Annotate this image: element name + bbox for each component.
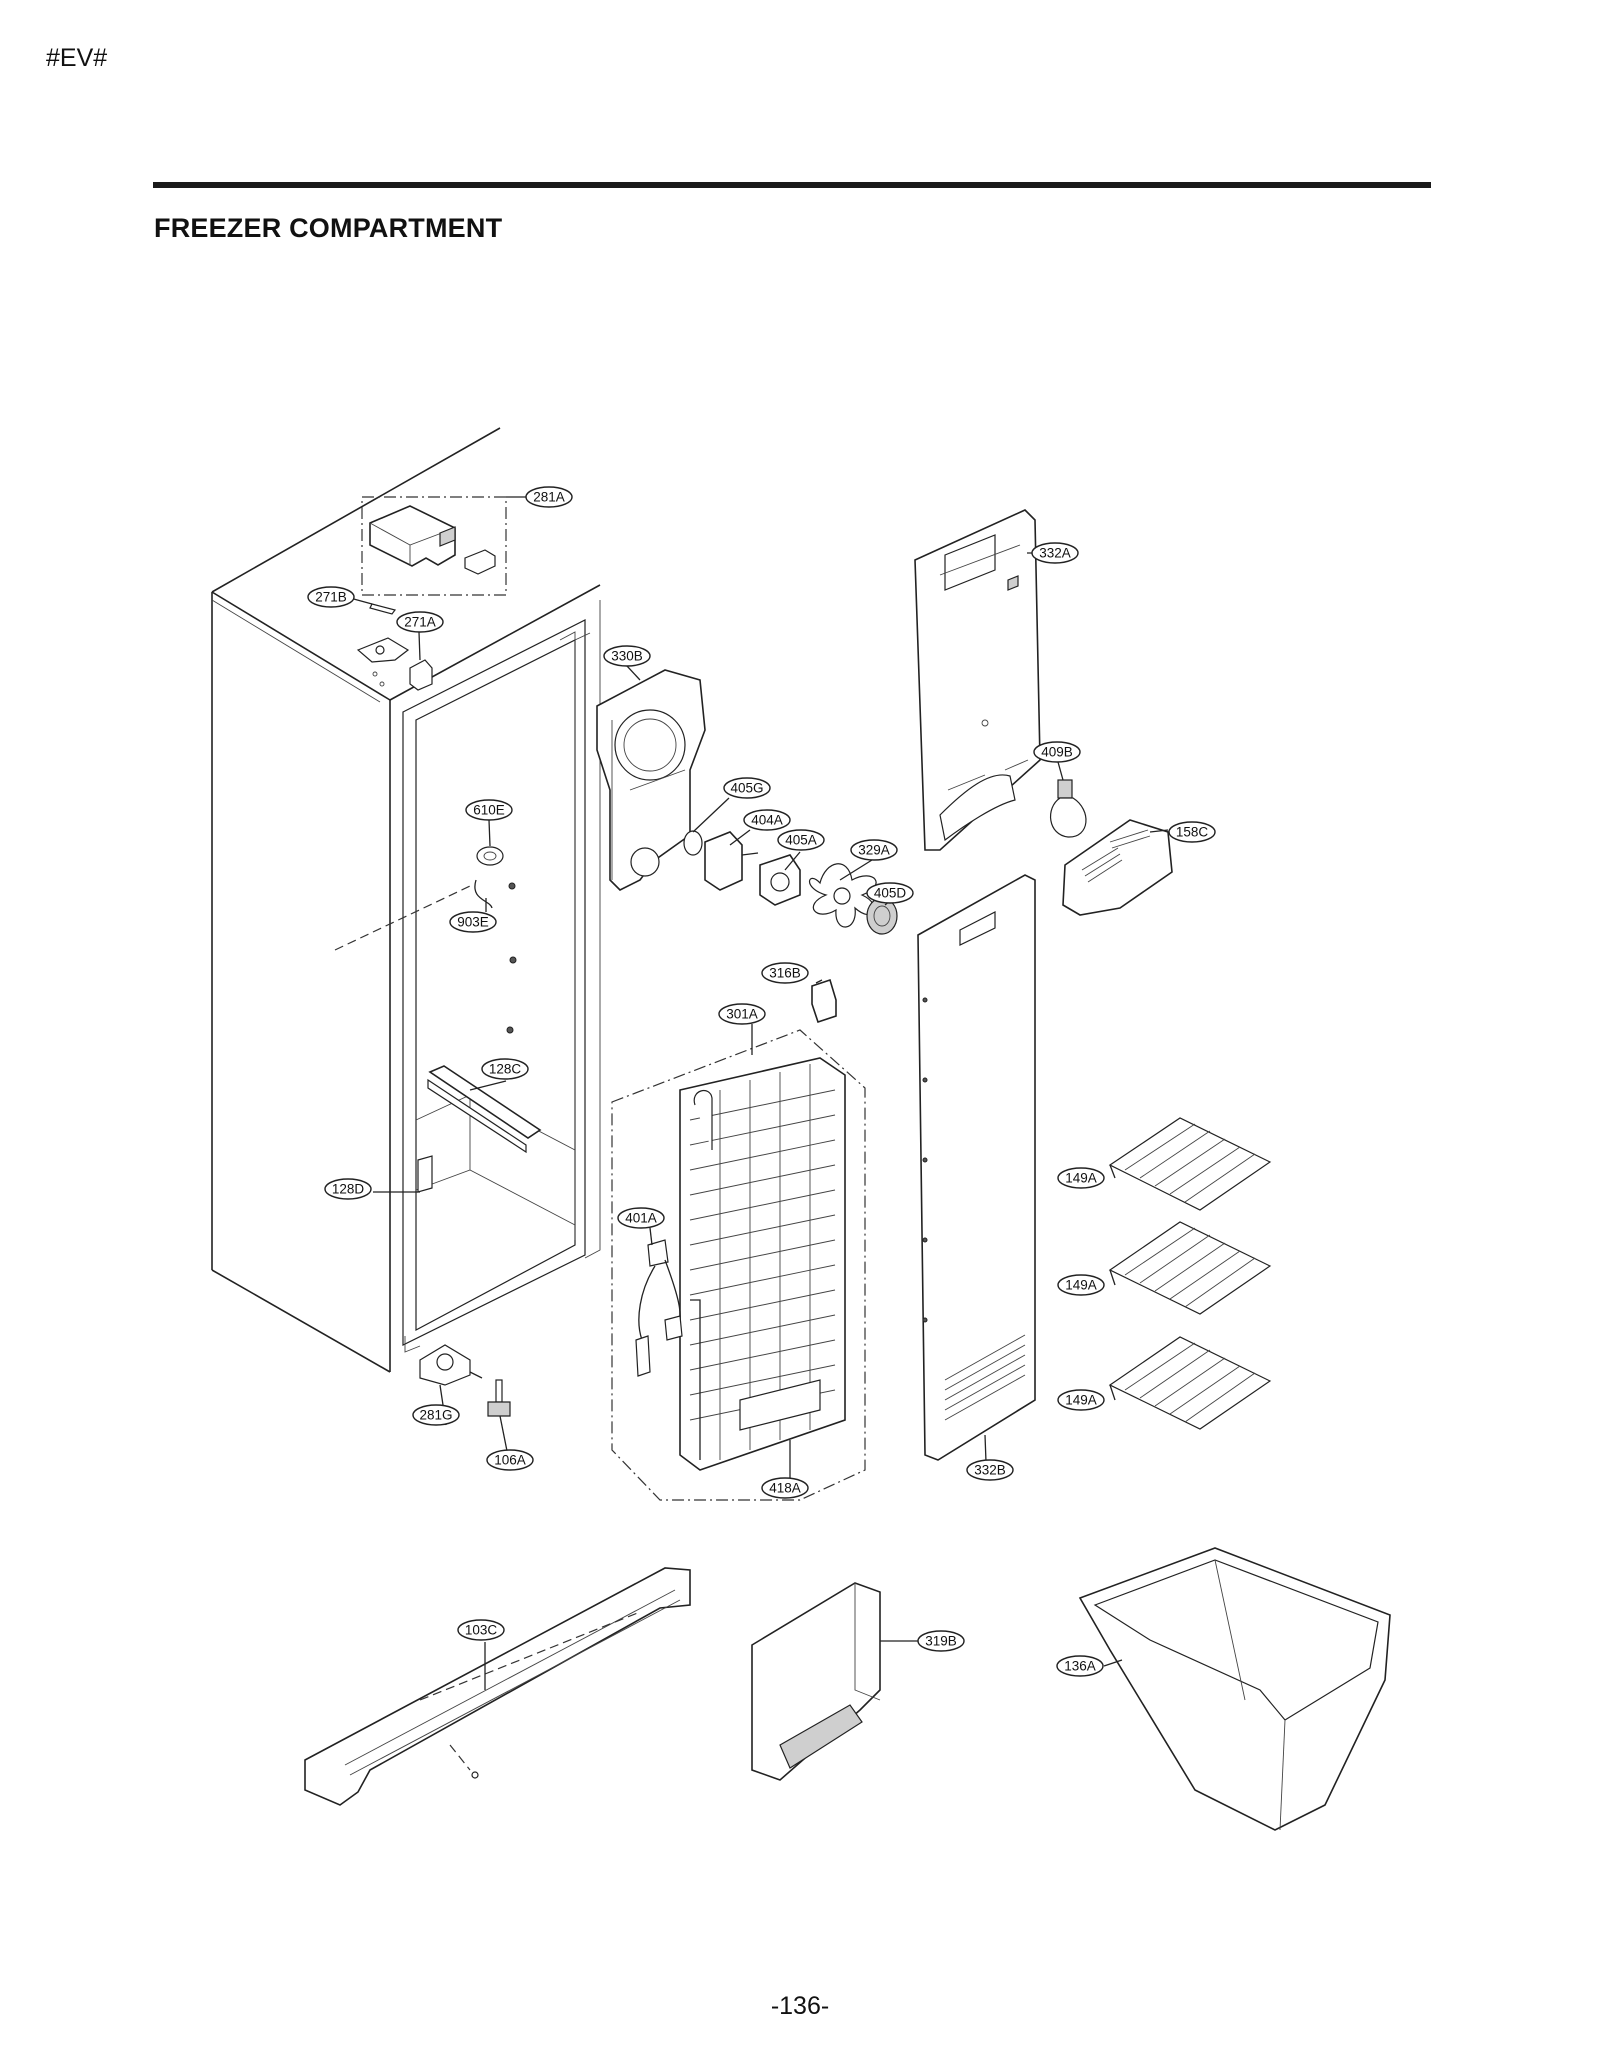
callout-149a-bottom: 149A	[1057, 1389, 1105, 1411]
callout-label: 401A	[625, 1211, 657, 1226]
callout-281g: 281G	[412, 1404, 460, 1426]
callout-610e: 610E	[465, 799, 513, 821]
callout-332b: 332B	[966, 1459, 1014, 1481]
page-title: FREEZER COMPARTMENT	[154, 213, 503, 243]
callout-106a: 106A	[486, 1449, 534, 1471]
callout-label: 903E	[457, 915, 489, 930]
callout-301a: 301A	[718, 1003, 766, 1025]
part-271-bracket	[356, 603, 433, 691]
callout-319b: 319B	[917, 1630, 965, 1652]
callout-332a: 332A	[1031, 542, 1079, 564]
callout-281a: 281A	[525, 486, 573, 508]
callout-label: 271B	[315, 590, 347, 605]
callout-label: 329A	[858, 843, 890, 858]
callout-label: 405A	[785, 833, 817, 848]
part-fan-motor-assembly	[683, 830, 898, 935]
callout-label: 610E	[473, 803, 505, 818]
callout-label: 332A	[1039, 546, 1071, 561]
callout-label: 404A	[751, 813, 783, 828]
callout-405a: 405A	[777, 829, 825, 851]
part-149a-shelves	[1108, 1117, 1272, 1430]
callout-label: 136A	[1064, 1659, 1096, 1674]
callout-label: 106A	[494, 1453, 526, 1468]
part-103c-front-rail	[304, 1567, 691, 1806]
part-330b-fan-housing	[596, 669, 706, 891]
callout-136a: 136A	[1056, 1655, 1104, 1677]
part-332b-lower-panel	[917, 874, 1036, 1461]
part-332a-upper-panel	[914, 509, 1041, 851]
part-136a-bin	[1078, 1547, 1391, 1831]
callout-409b: 409B	[1033, 741, 1081, 763]
cabinet-drawing	[211, 427, 601, 1373]
callout-330b: 330B	[603, 645, 651, 667]
callout-316b: 316B	[761, 962, 809, 984]
callout-label: 149A	[1065, 1278, 1097, 1293]
callout-label: 128D	[332, 1182, 365, 1197]
part-319b-cover	[751, 1582, 881, 1781]
callout-128d: 128D	[324, 1178, 372, 1200]
callout-label: 158C	[1176, 825, 1209, 840]
callout-158c: 158C	[1168, 821, 1216, 843]
callout-label: 301A	[726, 1007, 758, 1022]
callout-label: 281A	[533, 490, 565, 505]
callout-418a: 418A	[761, 1477, 809, 1499]
callout-label: 149A	[1065, 1393, 1097, 1408]
callout-label: 418A	[769, 1481, 801, 1496]
callout-label: 332B	[974, 1463, 1006, 1478]
callout-label: 281G	[419, 1408, 452, 1423]
callout-label: 271A	[404, 615, 436, 630]
part-128-rail	[417, 1065, 542, 1193]
header-rule	[153, 182, 1431, 188]
callout-401a: 401A	[617, 1207, 665, 1229]
callout-label: 319B	[925, 1634, 957, 1649]
part-281a-control-box	[361, 496, 507, 596]
callout-271b: 271B	[307, 586, 355, 608]
part-401a-harness	[635, 1239, 683, 1377]
callout-label: 103C	[465, 1623, 498, 1638]
callout-149a-top: 149A	[1057, 1167, 1105, 1189]
part-281g-hinge	[419, 1344, 511, 1417]
callout-103c: 103C	[457, 1619, 505, 1641]
document-code: #EV#	[46, 44, 108, 72]
callout-405d: 405D	[866, 882, 914, 904]
callout-label: 405D	[874, 886, 907, 901]
part-610e-grommet	[474, 846, 504, 909]
part-301a-evaporator	[611, 1029, 866, 1501]
callout-label: 330B	[611, 649, 643, 664]
callout-label: 405G	[730, 781, 763, 796]
callout-128c: 128C	[481, 1058, 529, 1080]
part-409b-bulb	[1049, 779, 1087, 838]
callout-903e: 903E	[449, 911, 497, 933]
callout-271a: 271A	[396, 611, 444, 633]
callout-label: 409B	[1041, 745, 1073, 760]
callout-329a: 329A	[850, 839, 898, 861]
callout-label: 128C	[489, 1062, 522, 1077]
part-158c-light-cover	[1062, 819, 1173, 916]
part-316b-pad	[811, 978, 837, 1024]
callout-405g: 405G	[723, 777, 771, 799]
callout-149a-middle: 149A	[1057, 1274, 1105, 1296]
callout-404a: 404A	[743, 809, 791, 831]
callout-label: 316B	[769, 966, 801, 981]
page-number: -136-	[770, 1992, 830, 2020]
callout-label: 149A	[1065, 1171, 1097, 1186]
